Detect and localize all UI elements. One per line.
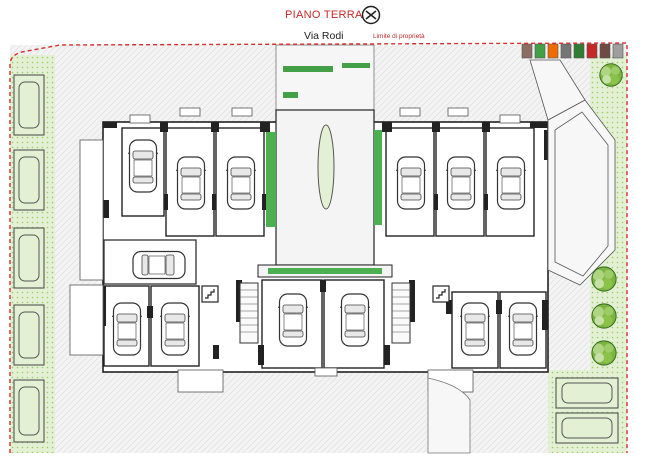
courtyard-planter [317, 124, 335, 210]
right-wing [529, 59, 616, 286]
left-parking [13, 74, 45, 443]
property-boundary [9, 42, 628, 453]
north-arrow-icon [361, 5, 381, 25]
garages-bottom [103, 279, 547, 369]
page-title: PIANO TERRA [285, 9, 363, 21]
courtyard-hedge-right [374, 130, 382, 225]
hedge-top [283, 66, 333, 72]
bottom-entrance [427, 377, 471, 454]
stair-right [391, 282, 411, 344]
wheelchair-icon [432, 285, 450, 303]
boundary-label: Limite di proprietà [373, 33, 425, 40]
driveway [275, 44, 375, 116]
waste-bins [521, 43, 624, 59]
courtyard-hedge-bottom [268, 268, 382, 274]
stairs-icon [201, 285, 219, 303]
street-name: Via Rodi [304, 30, 344, 42]
courtyard-hedge-left [266, 132, 276, 227]
right-parking [555, 377, 619, 444]
stair-left [239, 282, 259, 344]
